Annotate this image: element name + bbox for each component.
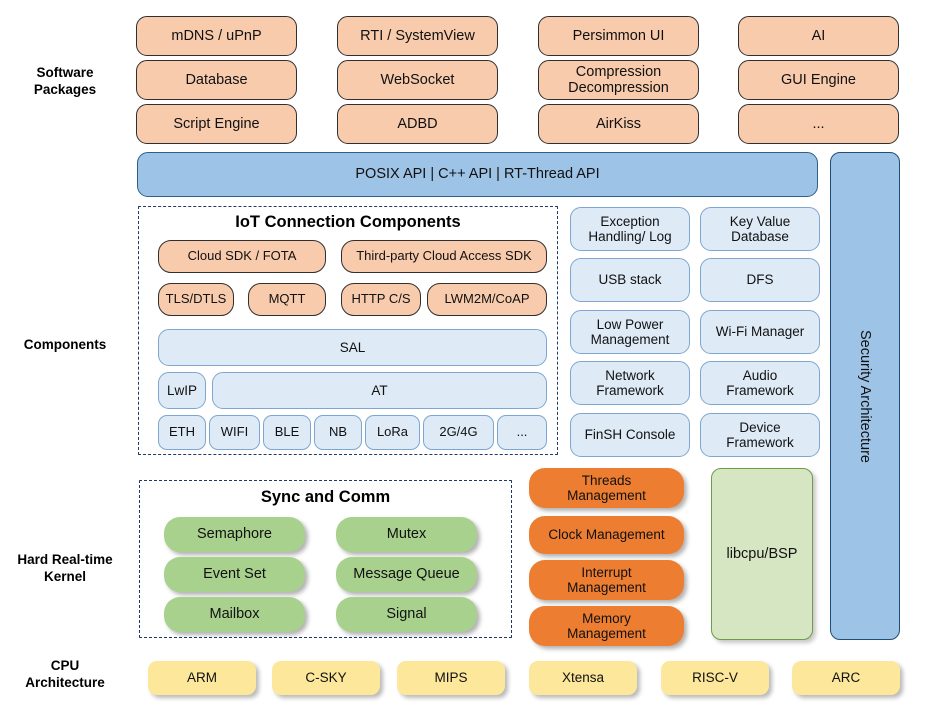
iot-at[interactable]: AT: [212, 372, 547, 409]
row-label-cpu-line2: Architecture: [25, 675, 105, 690]
iot-link-wifi[interactable]: WIFI: [209, 415, 260, 450]
component-exception-handling-log[interactable]: Exception Handling/ Log: [570, 207, 690, 251]
component-usb-stack[interactable]: USB stack: [570, 258, 690, 302]
iot-link-2g-4g[interactable]: 2G/4G: [423, 415, 494, 450]
component-device-framework[interactable]: Device Framework: [700, 413, 820, 457]
row-label-software-packages-line2: Packages: [33, 82, 97, 97]
iot-tls-dtls[interactable]: TLS/DTLS: [158, 283, 234, 316]
row-label-cpu: CPU Architecture: [0, 657, 130, 691]
sync-message-queue[interactable]: Message Queue: [336, 557, 477, 592]
component-low-power-management[interactable]: Low Power Management: [570, 310, 690, 354]
iot-third-party-cloud-access-sdk[interactable]: Third-party Cloud Access SDK: [341, 240, 547, 273]
kernel-threads-management[interactable]: Threads Management: [529, 468, 684, 508]
package-ai[interactable]: AI: [738, 16, 899, 56]
package-compression-line1: Compression: [575, 63, 662, 80]
cpu-xtensa[interactable]: Xtensa: [529, 661, 637, 695]
libcpu-bsp-label: libcpu/BSP: [726, 545, 798, 562]
row-label-kernel-line1: Hard Real-time: [17, 552, 113, 567]
iot-sal[interactable]: SAL: [158, 329, 547, 366]
libcpu-bsp-block[interactable]: libcpu/BSP: [711, 468, 813, 640]
cpu-arc[interactable]: ARC: [792, 661, 900, 695]
sync-and-comm-title: Sync and Comm: [260, 488, 391, 506]
package-persimmon-ui[interactable]: Persimmon UI: [538, 16, 699, 56]
package-compression-line2: Decompression: [568, 80, 669, 96]
cpu-c-sky[interactable]: C-SKY: [272, 661, 380, 695]
row-label-cpu-line1: CPU: [50, 658, 80, 673]
iot-lwm2m-coap[interactable]: LWM2M/CoAP: [427, 283, 547, 316]
kernel-clock-management[interactable]: Clock Management: [529, 516, 684, 554]
kernel-memory-management[interactable]: Memory Management: [529, 606, 684, 646]
iot-link-ble[interactable]: BLE: [263, 415, 311, 450]
cpu-risc-v[interactable]: RISC-V: [661, 661, 769, 695]
api-layer-label: POSIX API | C++ API | RT-Thread API: [355, 166, 600, 183]
iot-lwip[interactable]: LwIP: [158, 372, 206, 409]
component-dfs[interactable]: DFS: [700, 258, 820, 302]
row-label-kernel-line2: Kernel: [43, 569, 87, 584]
iot-cloud-sdk-fota[interactable]: Cloud SDK / FOTA: [158, 240, 326, 273]
row-label-software-packages-line1: Software: [36, 65, 94, 80]
row-label-kernel: Hard Real-time Kernel: [0, 551, 130, 585]
iot-link-eth[interactable]: ETH: [158, 415, 206, 450]
security-architecture-column[interactable]: Security Architecture: [830, 152, 900, 640]
component-finsh-console[interactable]: FinSH Console: [570, 413, 690, 457]
component-key-value-database[interactable]: Key Value Database: [700, 207, 820, 251]
security-architecture-label: Security Architecture: [857, 329, 874, 463]
row-label-components: Components: [0, 336, 130, 353]
iot-link-lora[interactable]: LoRa: [365, 415, 420, 450]
package-rti-systemview[interactable]: RTI / SystemView: [337, 16, 498, 56]
package-database[interactable]: Database: [136, 60, 297, 100]
package-gui-engine[interactable]: GUI Engine: [738, 60, 899, 100]
iot-link-nb[interactable]: NB: [314, 415, 362, 450]
iot-link-more[interactable]: ...: [497, 415, 547, 450]
iot-mqtt[interactable]: MQTT: [248, 283, 326, 316]
package-compression-decompression[interactable]: Compression Decompression: [538, 60, 699, 100]
component-wifi-manager[interactable]: Wi-Fi Manager: [700, 310, 820, 354]
package-adbd[interactable]: ADBD: [337, 104, 498, 144]
sync-mailbox[interactable]: Mailbox: [164, 597, 305, 632]
kernel-interrupt-management[interactable]: Interrupt Management: [529, 560, 684, 600]
row-label-software-packages: Software Packages: [0, 64, 130, 98]
package-mdns-upnp[interactable]: mDNS / uPnP: [136, 16, 297, 56]
sync-signal[interactable]: Signal: [336, 597, 477, 632]
sync-event-set[interactable]: Event Set: [164, 557, 305, 592]
sync-mutex[interactable]: Mutex: [336, 517, 477, 552]
package-script-engine[interactable]: Script Engine: [136, 104, 297, 144]
iot-http-cs[interactable]: HTTP C/S: [341, 283, 421, 316]
cpu-arm[interactable]: ARM: [148, 661, 256, 695]
package-websocket[interactable]: WebSocket: [337, 60, 498, 100]
cpu-mips[interactable]: MIPS: [397, 661, 505, 695]
package-airkiss[interactable]: AirKiss: [538, 104, 699, 144]
api-layer-bar[interactable]: POSIX API | C++ API | RT-Thread API: [137, 152, 818, 197]
package-more[interactable]: ...: [738, 104, 899, 144]
row-label-components-text: Components: [23, 337, 107, 352]
sync-semaphore[interactable]: Semaphore: [164, 517, 305, 552]
component-audio-framework[interactable]: Audio Framework: [700, 361, 820, 405]
iot-connection-components-title: IoT Connection Components: [235, 213, 461, 231]
iot-connection-components-container: [138, 206, 558, 455]
sync-and-comm-container: [139, 480, 512, 638]
component-network-framework[interactable]: Network Framework: [570, 361, 690, 405]
